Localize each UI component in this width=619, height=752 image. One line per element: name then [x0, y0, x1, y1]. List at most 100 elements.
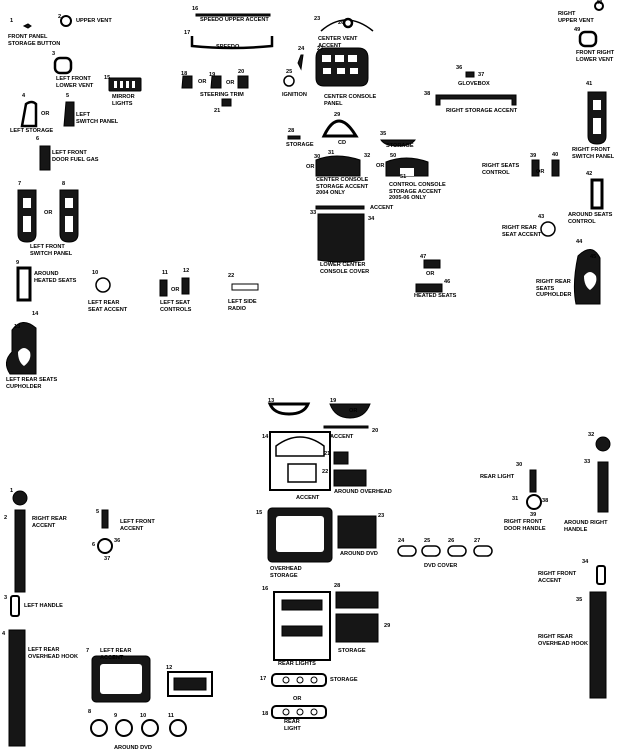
left-front-accent-piece	[14, 509, 26, 593]
part-label: RIGHT REAR SEAT ACCENT	[502, 225, 542, 238]
storage-button-piece	[22, 23, 32, 29]
part-label: AROUND DVD	[340, 551, 378, 557]
part-label: REAR LIGHT	[284, 719, 301, 732]
part-number: 19	[330, 398, 337, 404]
or-separator: OR	[198, 79, 207, 85]
storage-16-cut-b	[281, 625, 323, 637]
part-number: 4	[2, 631, 6, 637]
console-storage-accent-2005	[385, 157, 429, 177]
right-front-door-handle-piece	[529, 469, 537, 493]
part-number: 16	[262, 586, 269, 592]
part-number: 5	[66, 93, 70, 99]
around-heated-seats-piece	[16, 266, 32, 302]
rear-around-dvd-window	[100, 664, 142, 694]
around-right-handle-piece	[526, 494, 542, 510]
or-separator: OR	[171, 287, 180, 293]
part-number: 8	[62, 181, 66, 187]
part-number: 30	[516, 462, 523, 468]
rear-light-18	[271, 705, 327, 719]
right-upper-vent-piece	[594, 1, 604, 11]
part-number: 11	[168, 713, 174, 719]
part-label: AROUND DVD	[114, 745, 152, 751]
storage-piece-28b	[335, 591, 379, 609]
part-label: ACCENT	[296, 495, 320, 501]
or-separator: OR	[426, 271, 435, 277]
part-number: 1	[10, 488, 14, 494]
part-number: 27	[474, 538, 481, 544]
part-number: 33	[584, 459, 591, 465]
mirror-lights-slots	[114, 81, 135, 88]
part-number: 36	[114, 538, 121, 544]
part-label: CENTER CONSOLE STORAGE ACCENT 2004 ONLY	[316, 177, 369, 197]
right-rear-overhead-hook-piece	[596, 565, 606, 585]
right-rear-cupholder-hole	[584, 272, 597, 290]
part-label: LEFT FRONT LOWER VENT	[56, 76, 94, 89]
part-label: MIRROR LIGHTS	[112, 94, 135, 107]
part-label: RIGHT STORAGE ACCENT	[446, 108, 518, 114]
part-number: 18	[262, 711, 269, 717]
part-number: 41	[586, 81, 593, 87]
part-label: GLOVEBOX	[458, 81, 490, 87]
overhead-accent-19	[329, 403, 371, 419]
part-number: 38	[542, 498, 549, 504]
upper-vent-piece	[60, 15, 72, 27]
or-separator: OR	[41, 111, 50, 117]
rear-overhead-rings	[90, 719, 187, 737]
rear-light-17	[271, 673, 327, 687]
part-number: 17	[260, 676, 267, 682]
part-label: LEFT REAR OVERHEAD HOOK	[28, 647, 79, 660]
part-label: LEFT REAR SEAT ACCENT	[88, 300, 128, 313]
part-number: 27	[317, 46, 324, 52]
or-separator: OR	[44, 210, 53, 216]
right-lower-vent-piece	[578, 30, 598, 48]
part-label: LEFT SIDE RADIO	[228, 299, 257, 312]
steering-trim-c	[237, 75, 249, 89]
part-number: 6	[36, 136, 40, 142]
part-label: SPEEDO	[216, 44, 240, 50]
part-label: RIGHT REAR OVERHEAD HOOK	[538, 634, 589, 647]
part-number: 2	[58, 14, 62, 20]
heated-seats-b	[415, 283, 443, 293]
part-number: 21	[324, 451, 331, 457]
part-number: 33	[310, 210, 317, 216]
part-label: LOWER CENTER CONSOLE COVER	[320, 262, 370, 275]
part-label: UPPER VENT	[76, 18, 112, 24]
glovebox-piece	[465, 71, 475, 78]
lower-console-cover-piece	[317, 213, 365, 263]
part-number: 30	[314, 154, 321, 160]
trim-pieces	[6, 1, 611, 747]
fuel-gas-piece	[39, 145, 51, 171]
center-console-panel-detail	[322, 55, 358, 74]
or-separator: OR	[293, 696, 302, 702]
or-separator: OR	[306, 164, 315, 170]
part-number: 32	[364, 153, 371, 159]
part-number: 9	[16, 260, 20, 266]
part-label: ACCENT	[370, 205, 394, 211]
storage-piece-35	[380, 139, 416, 147]
part-number: 16	[192, 6, 199, 12]
part-number: 44	[576, 239, 583, 245]
speedo-piece	[190, 36, 274, 50]
rear-lights-pieces	[397, 545, 493, 557]
part-number: 37	[478, 72, 485, 78]
part-number: 25	[286, 69, 293, 75]
part-label: RIGHT REAR SEATS CUPHOLDER	[536, 279, 572, 299]
part-number: 21	[214, 108, 221, 114]
part-label: CENTER CONSOLE PANEL	[324, 94, 377, 107]
left-rear-cupholder-piece	[6, 322, 37, 375]
or-separator: OR	[226, 80, 235, 86]
speedo-upper-accent-piece	[195, 13, 271, 17]
part-number: 20	[372, 428, 379, 434]
or-separator: OR	[536, 169, 545, 175]
part-number: 50	[390, 153, 397, 159]
part-number: 14	[262, 434, 269, 440]
part-number: 39	[530, 512, 537, 518]
part-label: STORAGE	[386, 143, 414, 149]
part-number: 13	[14, 324, 21, 330]
left-rear-accent-piece	[8, 629, 26, 747]
part-number: 7	[86, 648, 90, 654]
steering-trim-d	[221, 98, 232, 107]
part-label: LEFT STORAGE	[10, 128, 54, 134]
right-rear-accent-piece	[589, 591, 607, 699]
left-rear-overhead-hook-piece	[10, 595, 20, 617]
